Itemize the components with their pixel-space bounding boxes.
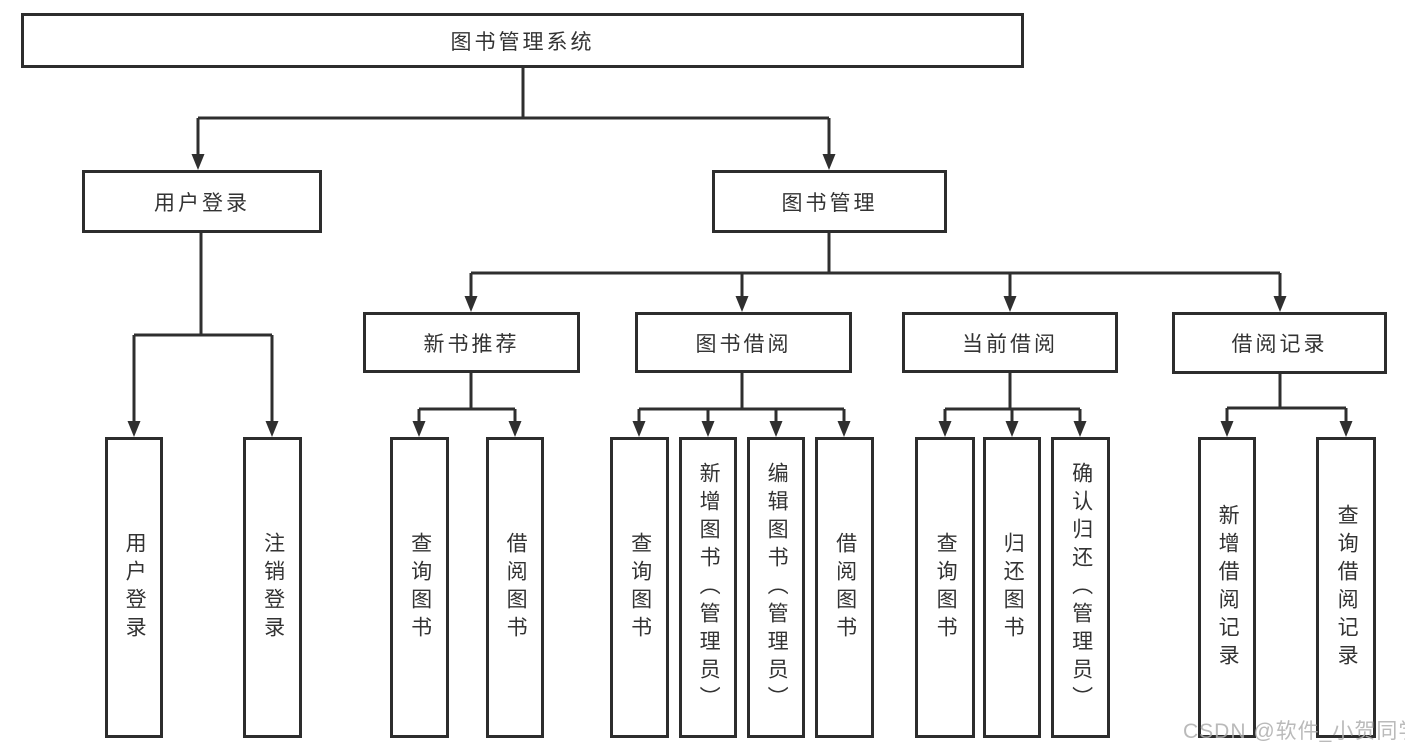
arrowheads [127, 154, 1353, 437]
edge-new-books-bus [417, 373, 517, 425]
node-user-login: 用户登录 [82, 170, 322, 233]
leaf-newbooks-query-books-label: 查询图书 [408, 531, 432, 644]
node-borrowing-records-label: 借阅记录 [1231, 333, 1328, 356]
csdn-watermark: CSDN @软件_小贺同学 [1183, 720, 1405, 743]
edge-book-borrow-bus [637, 373, 846, 425]
leaf-logout: 注销登录 [243, 437, 302, 738]
leaf-add-book-admin: 新增图书（管理员） [679, 437, 737, 738]
leaf-return-books-label: 归还图书 [1001, 531, 1025, 644]
edge-current-borrow-bus [943, 373, 1082, 425]
leaf-return-books: 归还图书 [983, 437, 1041, 738]
node-user-login-label: 用户登录 [154, 191, 250, 215]
node-book-borrowing: 图书借阅 [635, 312, 852, 373]
node-new-book-recommend: 新书推荐 [363, 312, 580, 373]
leaf-add-book-admin-label: 新增图书（管理员） [697, 461, 721, 714]
leaf-user-login: 用户登录 [105, 437, 163, 738]
node-new-book-recommend-label: 新书推荐 [423, 332, 520, 356]
leaf-borrowing-query-books: 查询图书 [610, 437, 669, 738]
leaf-current-query-books-label: 查询图书 [934, 531, 958, 644]
leaf-borrowing-borrow-books: 借阅图书 [815, 437, 874, 738]
node-current-borrowing: 当前借阅 [902, 312, 1118, 373]
edge-borrow-records-bus [1225, 374, 1348, 425]
leaf-current-query-books: 查询图书 [915, 437, 975, 738]
leaf-logout-label: 注销登录 [261, 531, 285, 644]
node-root-label: 图书管理系统 [450, 30, 595, 54]
leaf-edit-book-admin-label: 编辑图书（管理员） [765, 461, 789, 714]
leaf-query-borrow-record-label: 查询借阅记录 [1335, 503, 1359, 672]
leaf-add-borrow-record: 新增借阅记录 [1198, 437, 1256, 738]
leaf-user-login-label: 用户登录 [123, 531, 147, 644]
leaf-add-borrow-record-label: 新增借阅记录 [1216, 503, 1240, 672]
node-current-borrowing-label: 当前借阅 [962, 332, 1058, 356]
node-book-borrowing-label: 图书借阅 [695, 332, 792, 356]
leaf-newbooks-query-books: 查询图书 [390, 437, 449, 738]
node-book-management-label: 图书管理 [781, 191, 878, 215]
node-root: 图书管理系统 [21, 13, 1024, 68]
leaf-confirm-return-admin-label: 确认归还（管理员） [1069, 461, 1093, 714]
leaf-newbooks-borrow-books-label: 借阅图书 [504, 531, 528, 644]
node-borrowing-records: 借阅记录 [1172, 312, 1387, 374]
edge-user-login-bus [132, 233, 274, 425]
node-book-management: 图书管理 [712, 170, 947, 233]
leaf-edit-book-admin: 编辑图书（管理员） [747, 437, 805, 738]
edge-book-mgmt-bus [469, 233, 1282, 300]
leaf-query-borrow-record: 查询借阅记录 [1316, 437, 1376, 738]
edge-root-bus [196, 68, 831, 158]
leaf-borrowing-query-books-label: 查询图书 [628, 531, 652, 644]
leaf-borrowing-borrow-books-label: 借阅图书 [833, 531, 857, 644]
leaf-newbooks-borrow-books: 借阅图书 [486, 437, 544, 738]
leaf-confirm-return-admin: 确认归还（管理员） [1051, 437, 1110, 738]
